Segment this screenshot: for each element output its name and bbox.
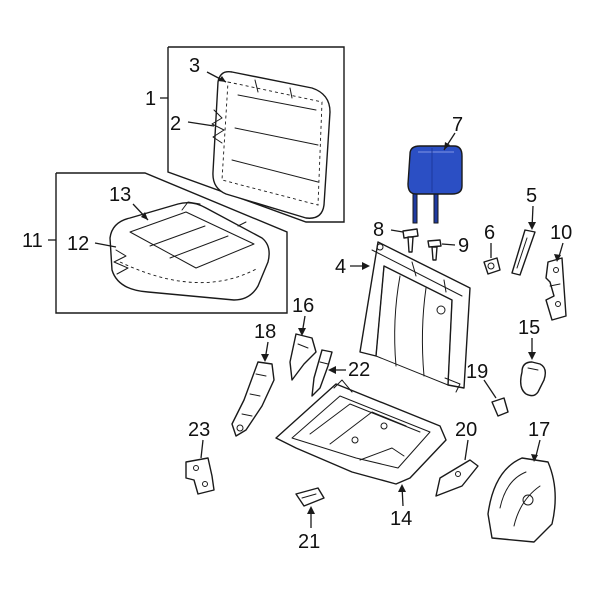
callout-7: 7 [452,114,463,136]
bracket-20[interactable] [435,459,479,497]
seat-cushion-frame[interactable] [275,379,447,485]
leader-8 [390,229,404,233]
arrow-15 [528,352,536,360]
arrow-5 [528,222,536,230]
callout-21: 21 [298,531,320,553]
callout-17: 17 [528,419,550,441]
seat-back-cover[interactable] [211,71,331,219]
callout-15: 15 [518,317,540,339]
seat-back-frame[interactable] [359,241,471,393]
arrow-18 [261,354,269,362]
hinge-bracket-23[interactable] [185,457,215,495]
callout-11: 11 [22,230,43,252]
side-trim-22[interactable] [311,349,333,397]
side-trim-16[interactable] [289,333,317,381]
headrest[interactable] [407,145,463,224]
guide-8[interactable] [402,228,419,253]
callout-10: 10 [550,222,572,244]
leader-23 [200,439,204,459]
arrow-14 [398,484,406,492]
group-box-11 [55,172,288,314]
handle-15[interactable] [519,361,547,397]
arrow-16 [298,328,306,336]
group-box-1 [167,46,345,223]
callout-1: 1 [145,88,156,110]
leader-2 [187,121,215,127]
callout-16: 16 [292,295,314,317]
leader-20 [464,439,469,461]
arrow-21 [307,506,315,514]
clip-6[interactable] [483,257,501,275]
arrow-17 [531,454,538,462]
arrow-22 [328,366,336,374]
callout-4: 4 [335,256,346,278]
callout-2: 2 [170,113,181,135]
callout-22: 22 [348,359,370,381]
callout-6: 6 [484,222,495,244]
callout-19: 19 [466,361,488,383]
leader-9 [441,243,456,246]
trim-strip-5[interactable] [511,229,536,276]
side-shield-18[interactable] [231,361,275,437]
arrow-3 [218,76,226,82]
pivot-cover-17[interactable] [487,457,556,543]
callout-23: 23 [188,419,210,441]
callout-5: 5 [526,185,537,207]
callout-20: 20 [455,419,477,441]
arrow-7 [444,142,450,150]
callout-13: 13 [109,184,131,206]
cover-21[interactable] [295,487,325,507]
callout-8: 8 [373,219,384,241]
arrow-13 [141,212,148,220]
callout-12: 12 [67,233,89,255]
callout-14: 14 [390,508,412,530]
leader-12 [94,242,117,248]
bolt-9[interactable] [427,239,442,261]
cap-19[interactable] [491,397,509,417]
seat-cushion-cover[interactable] [109,201,270,301]
callout-9: 9 [458,235,469,257]
arrow-4 [362,262,370,270]
headrest-pad [407,145,463,195]
arrow-10 [554,254,561,262]
callout-3: 3 [189,55,200,77]
callout-18: 18 [254,321,276,343]
leader-19 [483,379,497,399]
latch-10[interactable] [545,257,567,321]
